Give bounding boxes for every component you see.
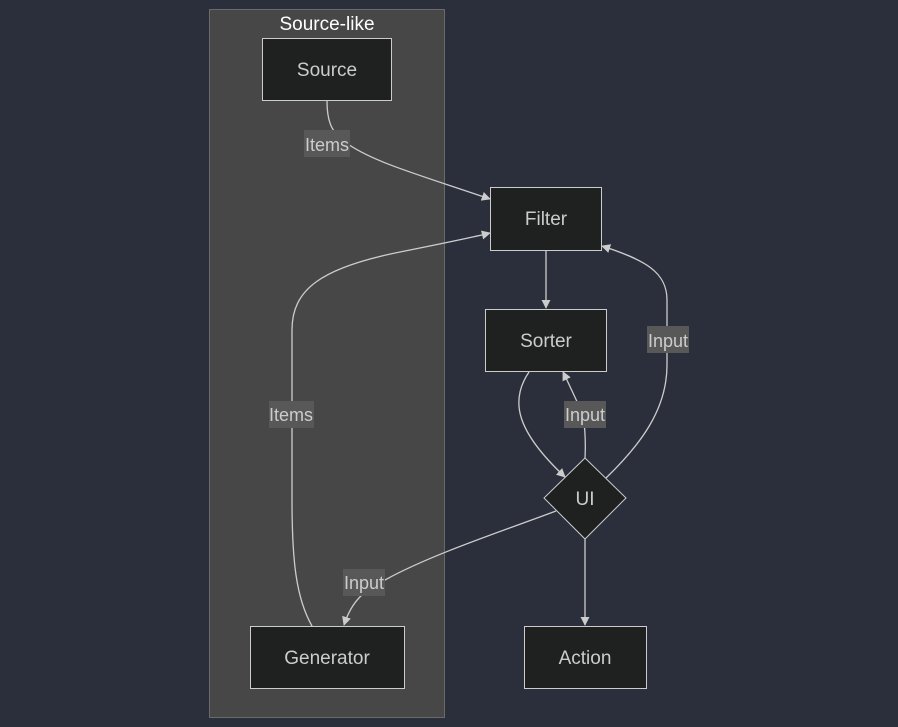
edge-label-source-filter: Items	[304, 130, 350, 157]
node-source[interactable]: Source	[262, 38, 392, 101]
svg-text:Items: Items	[269, 405, 313, 425]
svg-text:Input: Input	[648, 331, 688, 351]
node-filter[interactable]: Filter	[490, 187, 602, 251]
svg-text:Sorter: Sorter	[520, 331, 572, 352]
edge-ui-filter	[601, 244, 668, 479]
edge-generator-filter	[291, 230, 491, 627]
node-ui[interactable]: UI	[543, 457, 627, 540]
svg-text:Generator: Generator	[284, 648, 370, 669]
svg-text:UI: UI	[576, 489, 595, 510]
svg-text:Input: Input	[565, 405, 605, 425]
edge-label-generator-filter: Items	[269, 401, 314, 428]
cluster-source-like: Source-like	[209, 9, 445, 718]
edge-label-ui-filter: Input	[647, 326, 689, 353]
svg-text:Action: Action	[559, 648, 612, 669]
cluster-title: Source-like	[279, 14, 374, 35]
node-generator[interactable]: Generator	[250, 626, 405, 689]
node-sorter[interactable]: Sorter	[485, 309, 607, 372]
nodes: Source Filter Sorter UI Generator Action	[250, 38, 647, 689]
edge-labels: Items Items Input Input Input	[269, 130, 689, 596]
svg-text:Source: Source	[297, 60, 357, 81]
edge-ui-generator	[342, 510, 557, 626]
svg-text:Filter: Filter	[525, 209, 568, 230]
edge-label-ui-sorter: Input	[564, 401, 606, 428]
edge-sorter-ui	[518, 371, 566, 478]
svg-text:Items: Items	[305, 135, 349, 155]
edge-label-ui-generator: Input	[343, 569, 385, 596]
svg-text:Input: Input	[344, 573, 384, 593]
node-action[interactable]: Action	[524, 626, 647, 689]
edge-source-filter	[326, 100, 491, 201]
